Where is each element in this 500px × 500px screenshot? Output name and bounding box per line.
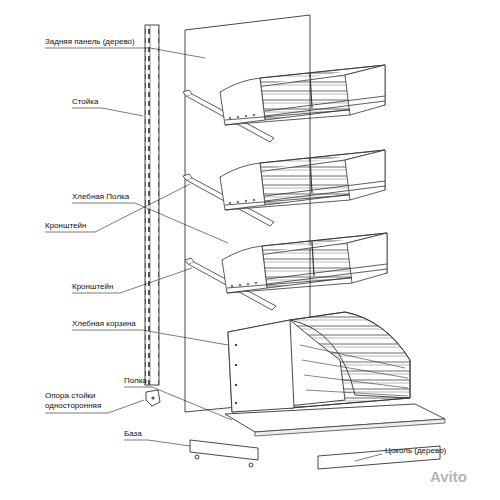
upright-foot xyxy=(146,390,160,406)
part-label: Кронштейн xyxy=(45,221,86,231)
watermark: Avito xyxy=(430,468,467,485)
part-label: Кронштейн xyxy=(72,282,113,292)
part-label: Хлебная Полка xyxy=(72,192,129,202)
bread-shelf xyxy=(220,65,385,125)
bread-basket xyxy=(228,312,410,412)
bread-shelf xyxy=(222,233,387,293)
leader-lines xyxy=(45,48,382,461)
part-label: Стойка xyxy=(72,97,98,107)
base-bar xyxy=(190,440,258,467)
part-label: Полка xyxy=(124,376,147,386)
part-label: Опора стойки односторонняя xyxy=(45,391,107,411)
bread-shelf xyxy=(220,150,385,210)
part-label: Хлебная корзина xyxy=(72,319,136,329)
part-label: База xyxy=(124,429,142,439)
part-label: Задняя панель (дерево) xyxy=(45,37,135,47)
part-label: Цоколь (дерево) xyxy=(385,446,446,456)
